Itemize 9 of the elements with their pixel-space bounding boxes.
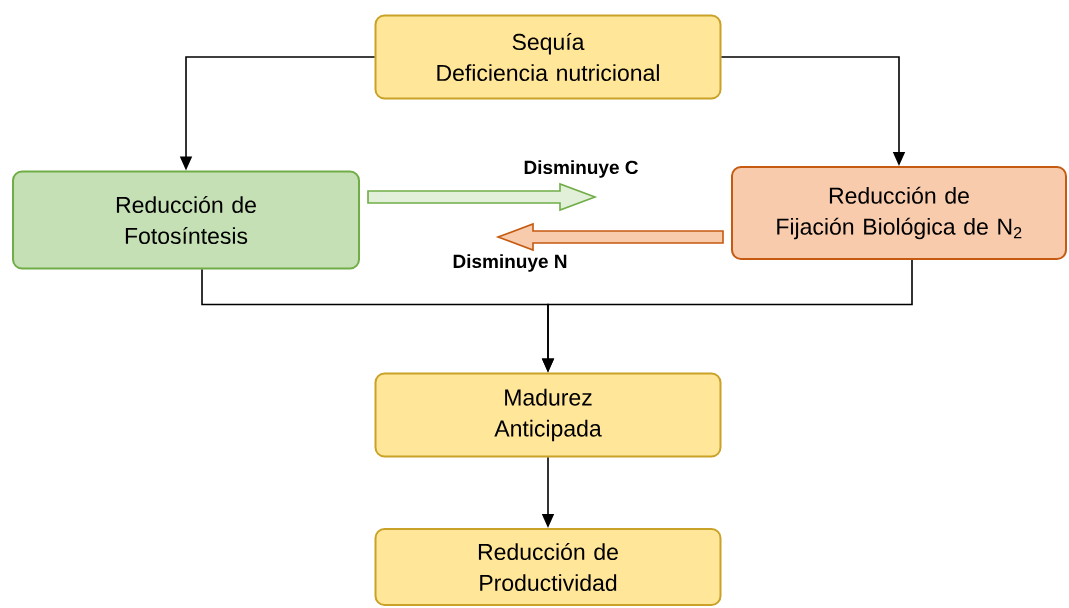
process-box: Madurez Anticipada (374, 372, 722, 458)
process-box: Reducción de Productividad (374, 528, 722, 606)
process-box: Reducción de Fijación Biológica de N$_{2}$ (731, 166, 1067, 260)
edge-label: Disminuye N (453, 254, 567, 272)
block-arrow (367, 182, 598, 212)
process-box: Reducción de Fotosíntesis (12, 170, 360, 270)
process-box: Sequía Deficiencia nutricional (374, 14, 722, 100)
edge-label: Disminuye C (524, 160, 638, 178)
block-arrow (495, 222, 724, 252)
